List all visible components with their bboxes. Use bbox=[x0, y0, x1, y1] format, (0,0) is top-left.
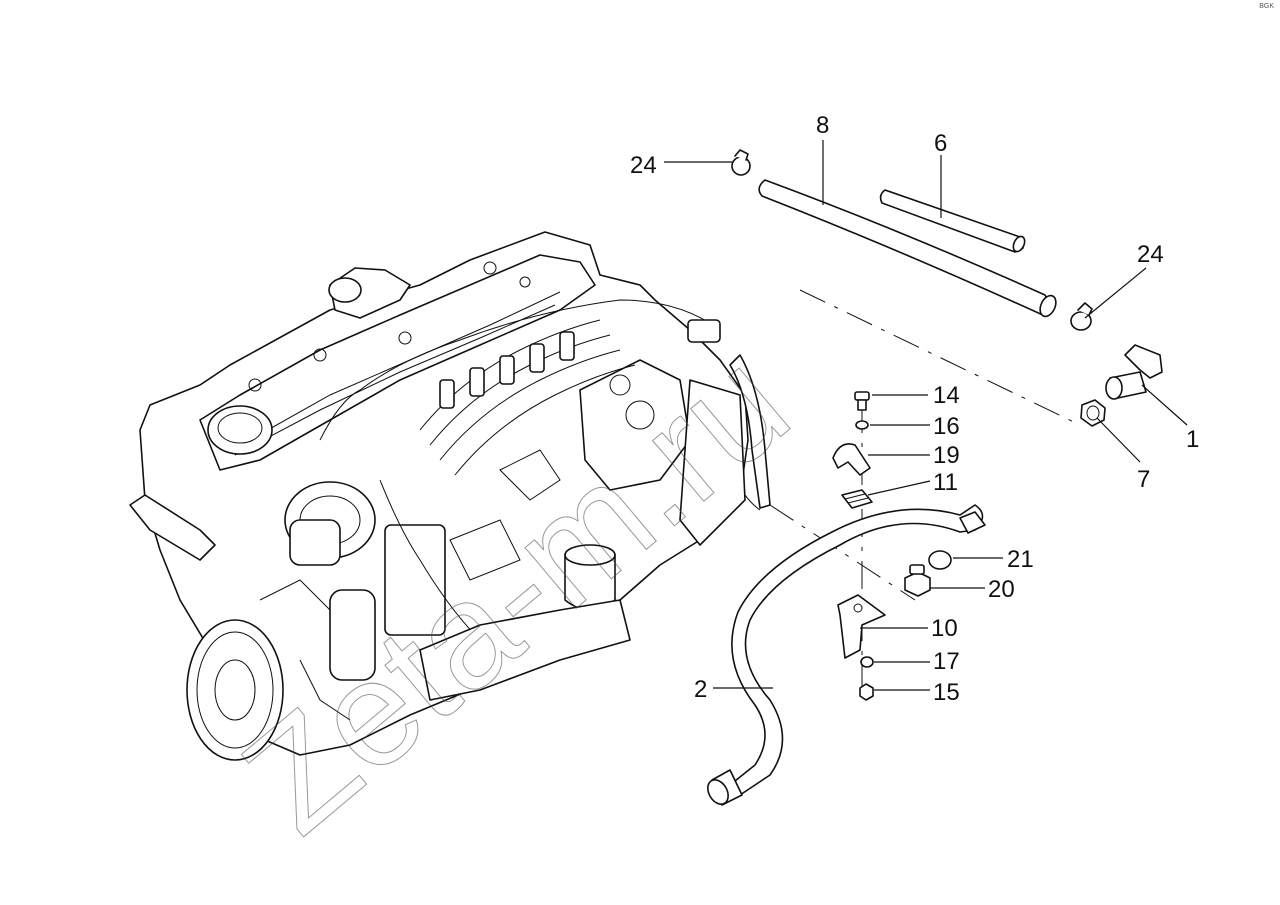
callout-1: 1 bbox=[1186, 426, 1199, 453]
callout-19: 19 bbox=[933, 442, 960, 469]
callout-21: 21 bbox=[1007, 546, 1034, 573]
washer-part-17 bbox=[860, 656, 874, 668]
oring-part-21 bbox=[928, 550, 952, 570]
callout-11: 11 bbox=[933, 469, 958, 496]
hose-part-8 bbox=[758, 179, 1057, 318]
leader-24b bbox=[1084, 267, 1147, 319]
corner-mark: BGK bbox=[1259, 3, 1274, 10]
callout-6: 6 bbox=[934, 130, 947, 157]
leader-1 bbox=[1141, 384, 1188, 426]
bolt-part-14 bbox=[854, 391, 870, 411]
fitting-part-20 bbox=[904, 564, 931, 597]
callout-7: 7 bbox=[1137, 466, 1150, 493]
assembly-line-b bbox=[769, 504, 916, 601]
callout-24a: 24 bbox=[630, 152, 657, 179]
leader-7 bbox=[1096, 417, 1141, 463]
engine-assembly bbox=[129, 231, 771, 761]
clamp-part-24b bbox=[1070, 302, 1093, 331]
bracket-part-10 bbox=[837, 594, 886, 659]
elbow-part-1 bbox=[1105, 344, 1163, 400]
callout-17: 17 bbox=[933, 648, 960, 675]
washer-part-16 bbox=[855, 420, 869, 430]
callout-2: 2 bbox=[694, 676, 707, 703]
callout-24b: 24 bbox=[1137, 241, 1164, 268]
callout-16: 16 bbox=[933, 413, 960, 440]
clamp-part-24a bbox=[731, 149, 751, 176]
callout-10: 10 bbox=[931, 615, 958, 642]
callout-14: 14 bbox=[933, 382, 960, 409]
leader-11 bbox=[867, 480, 931, 496]
pad-part-11 bbox=[841, 489, 873, 509]
hose-part-6 bbox=[879, 189, 1026, 253]
nut-part-15 bbox=[859, 683, 874, 701]
callout-8: 8 bbox=[816, 112, 829, 139]
pipe-part-2 bbox=[707, 504, 986, 806]
callout-20: 20 bbox=[988, 576, 1015, 603]
clip-part-19 bbox=[832, 443, 871, 476]
callout-15: 15 bbox=[933, 679, 960, 706]
